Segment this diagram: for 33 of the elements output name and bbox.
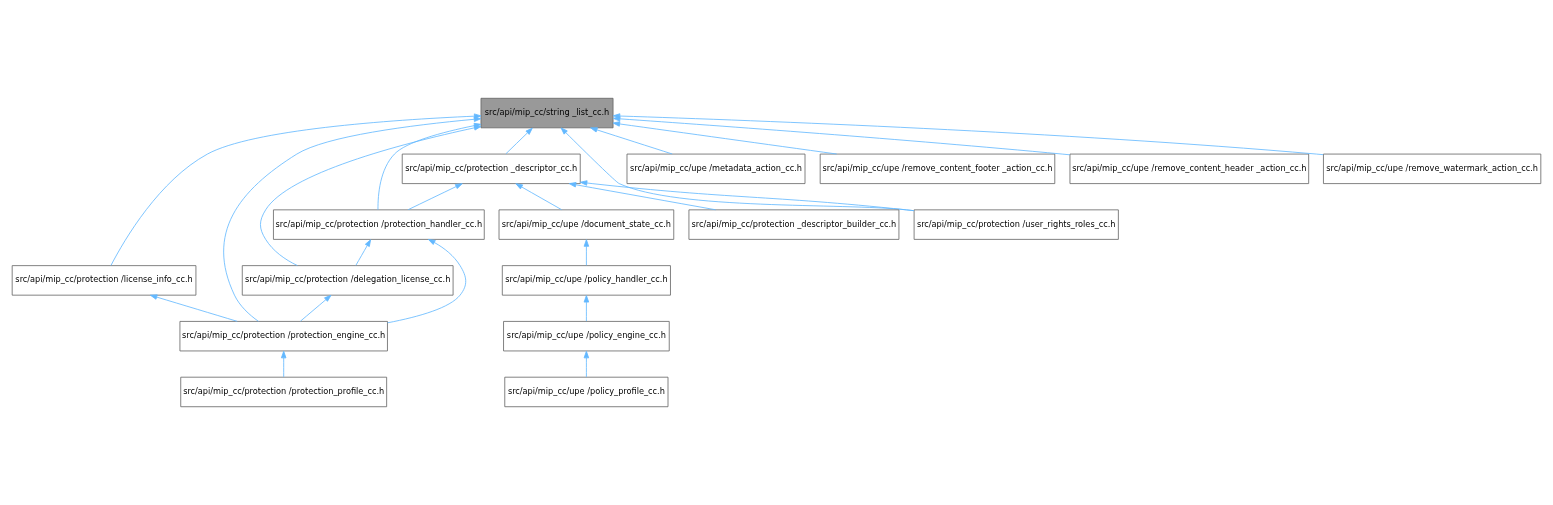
arrow [583,350,590,378]
node-box: src/api/mip_cc/string _list_cc.h [480,97,614,129]
arrow [612,121,838,155]
arrow [355,239,372,266]
arrow [281,350,287,378]
node-box: src/api/mip_cc/protection /user_rights_roles_cc.h [913,209,1119,240]
node-box: src/api/mip_cc/upe /policy_engine_cc.h [503,321,670,352]
arrow [590,127,673,155]
node-box: src/api/mip_cc/upe /document_state_cc.h [498,209,675,240]
node-box: src/api/mip_cc/protection /delegation_license_cc.h [241,265,454,296]
node-box: src/api/mip_cc/upe /metadata_action_cc.h [626,153,806,184]
node-box: src/api/mip_cc/protection _descriptor_cc.h [401,153,581,184]
arrow [407,183,463,211]
node-box: src/api/mip_cc/upe /policy_profile_cc.h [504,376,669,408]
node-box: src/api/mip_cc/protection /license_info_cc.h [11,265,197,296]
node-box: src/api/mip_cc/protection /protection_profile_cc.h [180,376,388,408]
arrow [515,183,563,211]
arrow [387,239,467,324]
arrow [149,294,238,322]
node-box: src/api/mip_cc/upe /remove_watermark_action_cc.h [1323,153,1542,184]
arrow [579,180,915,212]
arrow [560,127,915,212]
node-box: src/api/mip_cc/protection _descriptor_builder_cc.h [688,209,900,240]
arrow [300,294,332,322]
node-box: src/api/mip_cc/upe /policy_handler_cc.h [501,265,671,296]
node-box: src/api/mip_cc/upe /remove_content_header _action_cc.h [1069,153,1310,184]
arrow [568,182,716,211]
arrow [505,127,533,155]
node-box: src/api/mip_cc/upe /remove_content_footer _action_cc.h [819,153,1056,184]
node-box: src/api/mip_cc/protection /protection_engine_cc.h [179,321,388,352]
arrow [583,295,590,322]
node-box: src/api/mip_cc/protection /protection_handler_cc.h [273,209,485,240]
arrow [583,239,590,266]
